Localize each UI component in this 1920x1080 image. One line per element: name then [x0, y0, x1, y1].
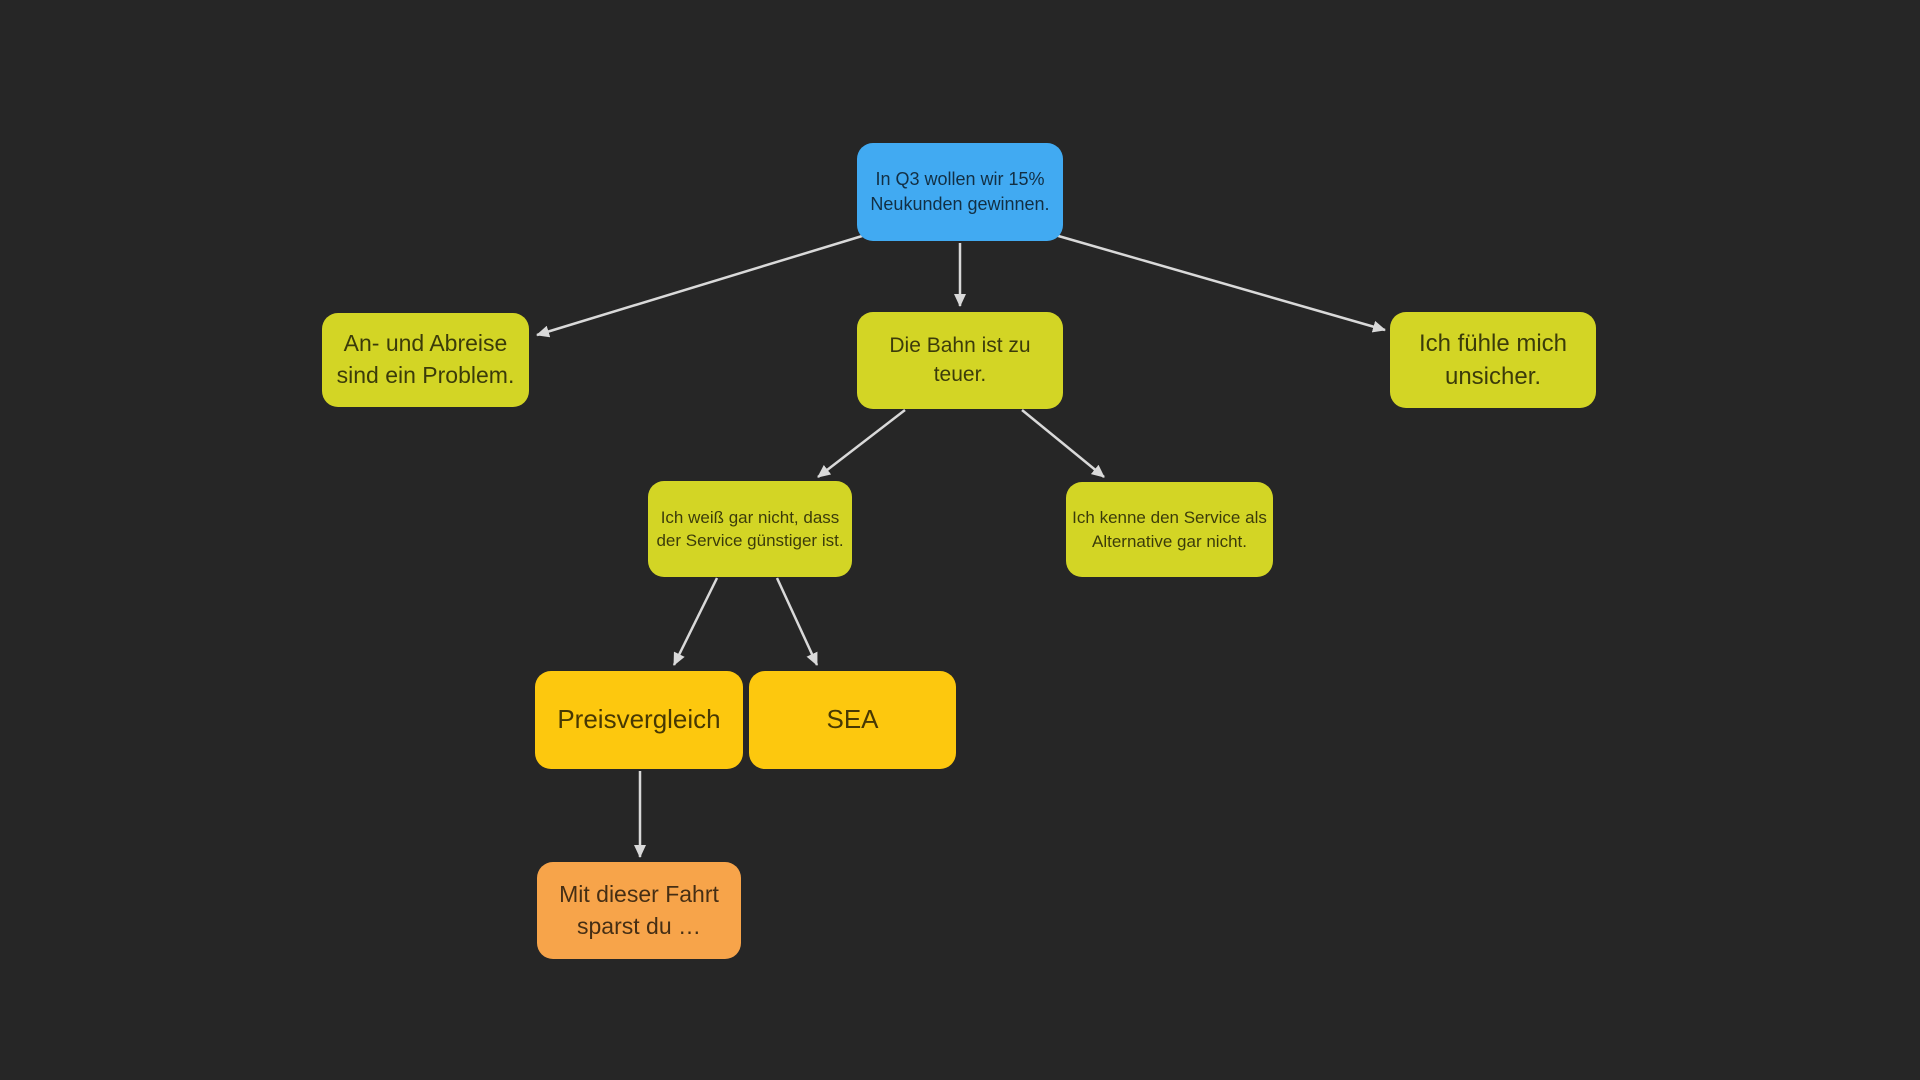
node-text-line: In Q3 wollen wir 15%	[875, 169, 1045, 190]
node-message-savings[interactable]: Mit dieser Fahrt sparst du …	[537, 862, 741, 959]
node-text-line: sind ein Problem.	[336, 362, 515, 388]
node-problem-price[interactable]: Die Bahn ist zu teuer.	[857, 312, 1063, 409]
node-text-line: Alternative gar nicht.	[1092, 531, 1247, 551]
edge-price-to-cheaper	[817, 409, 906, 478]
node-text-line: Die Bahn ist zu	[889, 333, 1031, 357]
node-text-line: An- und Abreise	[343, 330, 508, 357]
node-problem-unsafe[interactable]: Ich fühle mich unsicher.	[1390, 312, 1596, 408]
edge-cheaper-to-preis	[672, 577, 719, 666]
node-text-line: sparst du …	[577, 912, 701, 939]
node-text-line: teuer.	[933, 362, 987, 386]
node-text-line: unsicher.	[1444, 363, 1542, 390]
node-text-line: Ich weiß gar nicht, dass	[660, 507, 840, 527]
node-text-line: Preisvergleich	[557, 704, 721, 735]
node-text-line: Neukunden gewinnen.	[870, 194, 1050, 214]
node-text-line: der Service günstiger ist.	[656, 531, 844, 550]
node-action-sea[interactable]: SEA	[749, 671, 956, 769]
node-text-line: Ich fühle mich	[1418, 329, 1568, 357]
node-insight-cheaper-unknown[interactable]: Ich weiß gar nicht, dass der Service gün…	[648, 481, 852, 577]
edge-goal-to-arrival	[536, 231, 873, 338]
node-insight-alternative-unknown[interactable]: Ich kenne den Service als Alternative ga…	[1066, 482, 1273, 577]
node-text-line: Mit dieser Fahrt	[559, 880, 719, 907]
node-problem-arrival[interactable]: An- und Abreise sind ein Problem.	[322, 313, 529, 407]
node-text-line: Ich kenne den Service als	[1072, 508, 1267, 528]
edge-price-to-alternative	[1021, 409, 1105, 478]
node-action-preisvergleich[interactable]: Preisvergleich	[535, 671, 743, 769]
edge-goal-to-unsafe	[1047, 231, 1386, 333]
node-goal[interactable]: In Q3 wollen wir 15% Neukunden gewinnen.	[857, 143, 1063, 241]
node-text-line: SEA	[826, 704, 879, 735]
edge-cheaper-to-sea	[775, 577, 819, 666]
